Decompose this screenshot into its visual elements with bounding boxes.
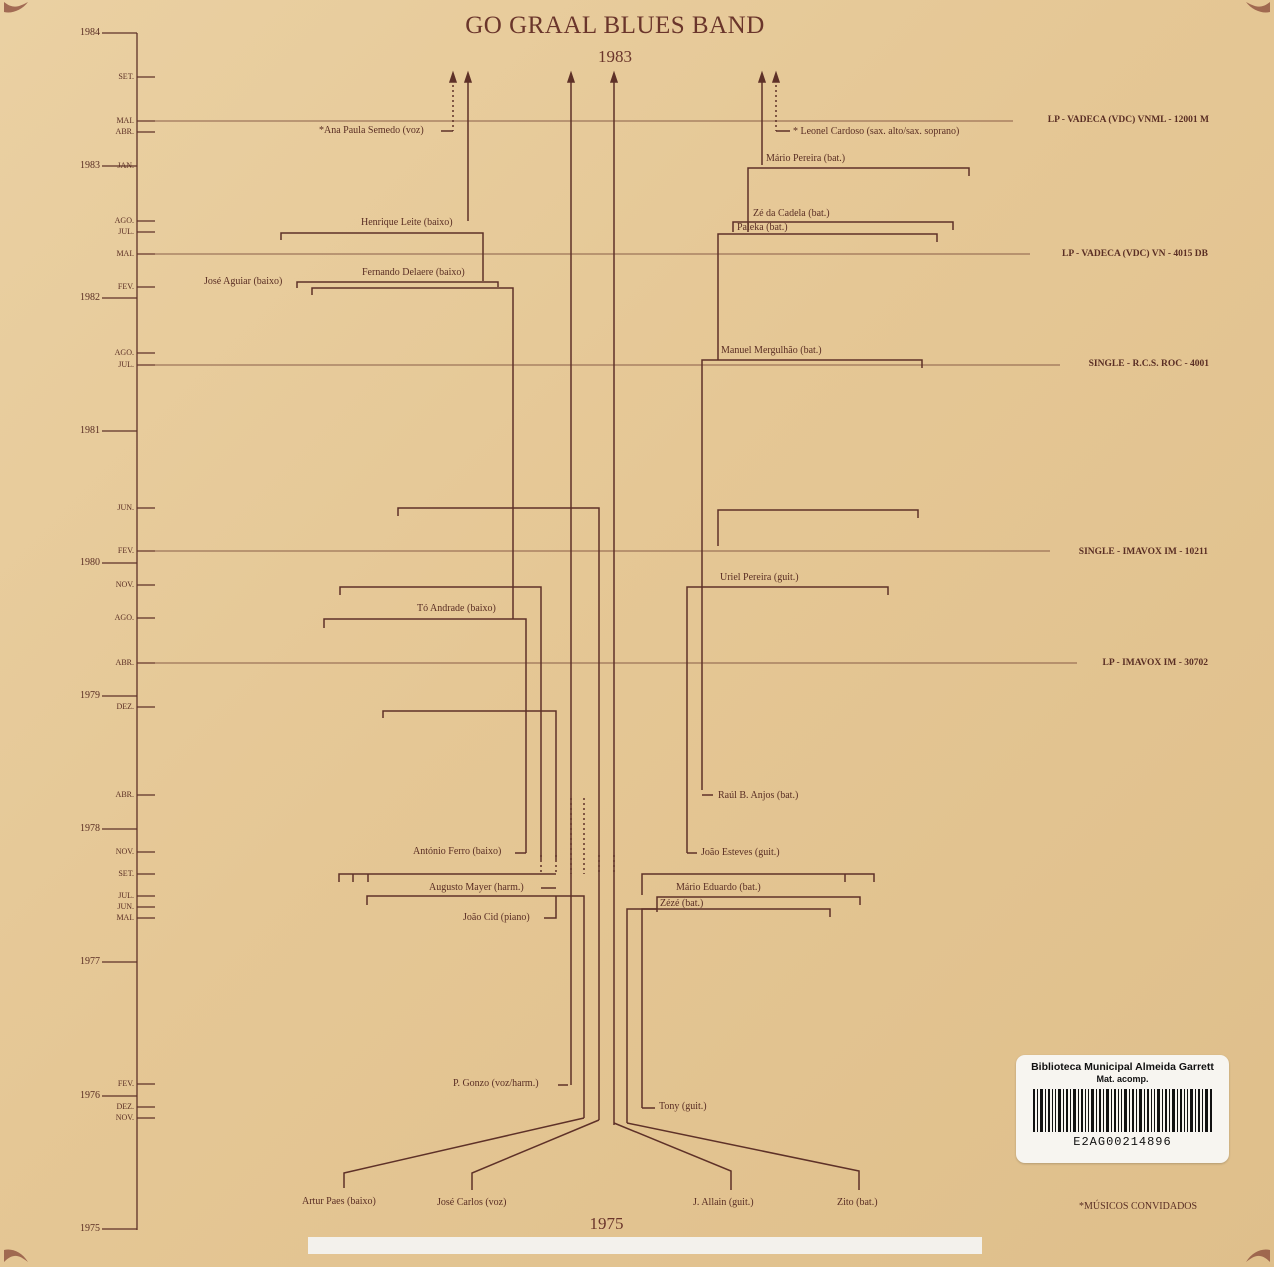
musician-label: Fernando Delaere (baixo) xyxy=(362,267,465,278)
corner-ornament-tl xyxy=(4,2,28,13)
musician-label: Paleka (bat.) xyxy=(737,222,788,233)
year-label: 1982 xyxy=(80,292,100,303)
month-label: DEZ. xyxy=(116,1102,134,1111)
month-label: FEV. xyxy=(117,282,134,291)
year-label: 1977 xyxy=(80,956,100,967)
month-label: FEV. xyxy=(117,546,134,555)
library-barcode-sticker: Biblioteca Municipal Almeida Garrett Mat… xyxy=(1016,1055,1229,1163)
corner-ornament-tr xyxy=(1246,2,1270,13)
musician-label: Uriel Pereira (guit.) xyxy=(720,572,799,583)
barcode-icon xyxy=(1033,1089,1212,1132)
month-label: ABR. xyxy=(115,790,134,799)
guest-note: *MÚSICOS CONVIDADOS xyxy=(1079,1201,1198,1212)
corner-ornament-br xyxy=(1246,1249,1270,1262)
musician-label: Artur Paes (baixo) xyxy=(302,1196,376,1207)
scan-strip xyxy=(308,1237,982,1254)
month-label: AGO. xyxy=(114,216,134,225)
musician-label: José Carlos (voz) xyxy=(437,1197,507,1208)
musician-label: *Ana Paula Semedo (voz) xyxy=(319,125,424,136)
month-label: JUN. xyxy=(117,902,134,911)
year-label: 1981 xyxy=(80,425,100,436)
musician-label: Tony (guit.) xyxy=(659,1101,707,1112)
musician-label: * Leonel Cardoso (sax. alto/sax. soprano… xyxy=(793,126,960,137)
band-title: GO GRAAL BLUES BAND xyxy=(465,12,765,39)
year-label: 1976 xyxy=(80,1090,100,1101)
musician-label: P. Gonzo (voz/harm.) xyxy=(453,1078,539,1089)
sticker-note: Mat. acomp. xyxy=(1096,1074,1149,1084)
month-label: JUL. xyxy=(118,360,134,369)
release-label: SINGLE - R.C.S. ROC - 4001 xyxy=(1088,359,1209,369)
month-label: FEV. xyxy=(117,1079,134,1088)
musician-label: António Ferro (baixo) xyxy=(413,846,502,857)
musician-label: Zézé (bat.) xyxy=(660,898,704,909)
release-label: SINGLE - IMAVOX IM - 10211 xyxy=(1078,547,1208,557)
musician-label: Raúl B. Anjos (bat.) xyxy=(718,790,799,801)
library-name: Biblioteca Municipal Almeida Garrett xyxy=(1031,1061,1214,1073)
month-label: ABR. xyxy=(115,658,134,667)
release-label: LP - VADECA (VDC) VN - 4015 DB xyxy=(1062,249,1208,259)
month-label: NOV. xyxy=(115,1113,134,1122)
month-label: DEZ. xyxy=(116,702,134,711)
month-label: JUN. xyxy=(117,503,134,512)
year-label: 1984 xyxy=(80,27,100,38)
release-label: LP - VADECA (VDC) VNML - 12001 M xyxy=(1047,115,1209,125)
musician-label: Tó Andrade (baixo) xyxy=(417,603,496,614)
release-label: LP - IMAVOX IM - 30702 xyxy=(1102,658,1208,668)
musician-label: J. Allain (guit.) xyxy=(693,1197,754,1208)
musician-label: João Cid (piano) xyxy=(463,912,530,923)
month-label: NOV. xyxy=(115,847,134,856)
musician-label: Mário Eduardo (bat.) xyxy=(676,882,761,893)
month-label: AGO. xyxy=(114,348,134,357)
month-label: NOV. xyxy=(115,580,134,589)
month-label: JAN. xyxy=(117,161,134,170)
month-label: MAI. xyxy=(116,116,134,125)
musician-label: Augusto Mayer (harm.) xyxy=(429,882,524,893)
month-label: SET. xyxy=(118,869,134,878)
musician-label: Zé da Cadela (bat.) xyxy=(753,208,830,219)
year-label: 1979 xyxy=(80,690,100,701)
month-label: JUL. xyxy=(118,227,134,236)
month-label: SET. xyxy=(118,72,134,81)
month-label: MAI. xyxy=(116,913,134,922)
musician-label: Henrique Leite (baixo) xyxy=(361,217,453,228)
year-top: 1983 xyxy=(598,47,632,66)
barcode-number: E2AG00214896 xyxy=(1073,1135,1172,1149)
year-label: 1975 xyxy=(80,1223,100,1234)
musician-label: Mário Pereira (bat.) xyxy=(766,153,846,164)
musician-label: José Aguiar (baixo) xyxy=(204,276,283,287)
month-label: AGO. xyxy=(114,613,134,622)
musician-label: Zito (bat.) xyxy=(837,1197,878,1208)
month-label: ABR. xyxy=(115,127,134,136)
year-bottom: 1975 xyxy=(589,1214,624,1233)
year-label: 1980 xyxy=(80,557,100,568)
year-label: 1978 xyxy=(80,823,100,834)
corner-ornament-bl xyxy=(4,1249,28,1262)
month-label: MAI. xyxy=(116,249,134,258)
month-label: JUL. xyxy=(118,891,134,900)
musician-label: João Esteves (guit.) xyxy=(701,847,780,858)
year-label: 1983 xyxy=(80,160,100,171)
musician-label: Manuel Mergulhão (bat.) xyxy=(721,345,822,356)
